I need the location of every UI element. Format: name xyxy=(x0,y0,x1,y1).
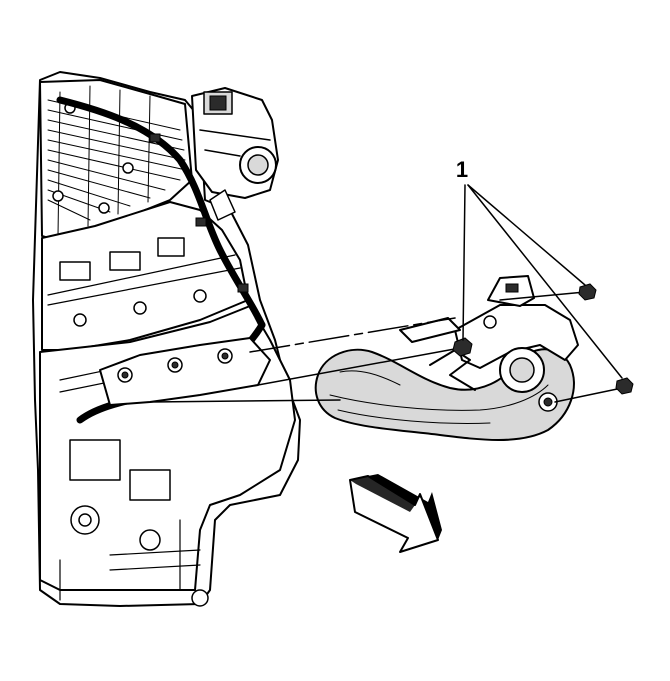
callout-label: 1 xyxy=(456,157,468,182)
callout-1: 1 xyxy=(456,157,623,379)
explosion-lines xyxy=(149,291,623,403)
nut-icon xyxy=(578,283,597,301)
nut-icon xyxy=(615,377,634,395)
valve-cover-bolts xyxy=(52,102,134,214)
exhaust-port-area xyxy=(99,337,271,406)
cylinder-head-details xyxy=(47,237,241,327)
exhaust-manifold xyxy=(314,275,579,441)
front-direction-arrow-icon xyxy=(349,474,442,553)
nut-icon xyxy=(452,337,473,357)
engine-block-details xyxy=(59,339,257,607)
ignition-coil-module xyxy=(191,87,279,221)
